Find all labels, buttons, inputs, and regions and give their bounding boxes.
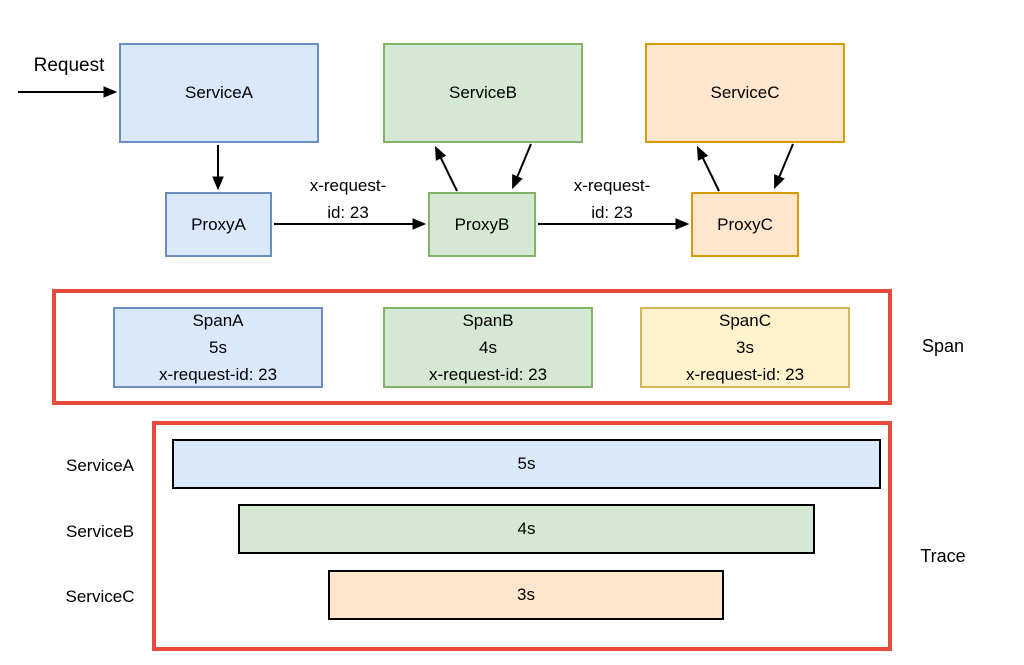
proxy-a-label: ProxyA bbox=[191, 214, 246, 234]
span-c-name: SpanC bbox=[719, 311, 771, 330]
proxy-a-box: ProxyA bbox=[165, 192, 272, 257]
trace-bar-service-a: 5s bbox=[172, 439, 881, 489]
service-a-label: ServiceA bbox=[184, 83, 254, 102]
span-b-request-id: x-request-id: 23 bbox=[428, 365, 548, 384]
proxy-c-box: ProxyC bbox=[691, 192, 799, 257]
proxy-b-label: ProxyB bbox=[454, 214, 510, 234]
trace-bar-service-b: 4s bbox=[238, 504, 815, 554]
span-c-duration: 3s bbox=[736, 338, 754, 357]
trace-row-label-service-b: ServiceB bbox=[65, 522, 135, 541]
proxy-b-to-service-b-arrow bbox=[436, 148, 458, 192]
span-b-duration: 4s bbox=[479, 338, 497, 357]
service-c-to-proxy-c-arrow bbox=[774, 143, 794, 187]
trace-row-label-service-a: ServiceA bbox=[65, 456, 135, 475]
proxy-b-box: ProxyB bbox=[428, 192, 536, 257]
service-c-box: ServiceC bbox=[645, 43, 845, 143]
request-label: Request bbox=[33, 55, 105, 76]
trace-row-label-service-c: ServiceC bbox=[65, 587, 135, 606]
span-group-label: Span bbox=[921, 336, 965, 356]
service-b-label: ServiceB bbox=[448, 83, 518, 102]
proxy-c-to-service-c-arrow bbox=[698, 148, 720, 192]
trace-group-rect bbox=[152, 421, 892, 651]
trace-group-label: Trace bbox=[920, 546, 966, 566]
span-c-box: SpanC 3s x-request-id: 23 bbox=[640, 307, 850, 388]
trace-bar-service-c: 3s bbox=[328, 570, 724, 620]
span-a-request-id: x-request-id: 23 bbox=[158, 365, 278, 384]
span-b-box: SpanB 4s x-request-id: 23 bbox=[383, 307, 593, 388]
trace-bar-a-duration: 5s bbox=[517, 454, 536, 473]
proxy-c-label: ProxyC bbox=[717, 214, 773, 234]
span-group-rect bbox=[52, 289, 892, 405]
service-c-label: ServiceC bbox=[710, 83, 780, 102]
span-a-duration: 5s bbox=[209, 338, 227, 357]
span-c-request-id: x-request-id: 23 bbox=[685, 365, 805, 384]
service-a-box: ServiceA bbox=[119, 43, 319, 143]
service-b-to-proxy-b-arrow bbox=[512, 143, 532, 187]
edge-label-proxy-b-c: x-request- id: 23 bbox=[573, 176, 651, 222]
span-b-name: SpanB bbox=[462, 311, 514, 330]
span-a-box: SpanA 5s x-request-id: 23 bbox=[113, 307, 323, 388]
edge-label-proxy-a-b: x-request- id: 23 bbox=[309, 176, 387, 222]
service-b-box: ServiceB bbox=[383, 43, 583, 143]
trace-bar-c-duration: 3s bbox=[517, 585, 535, 604]
span-a-name: SpanA bbox=[192, 311, 244, 330]
trace-bar-b-duration: 4s bbox=[517, 519, 536, 538]
